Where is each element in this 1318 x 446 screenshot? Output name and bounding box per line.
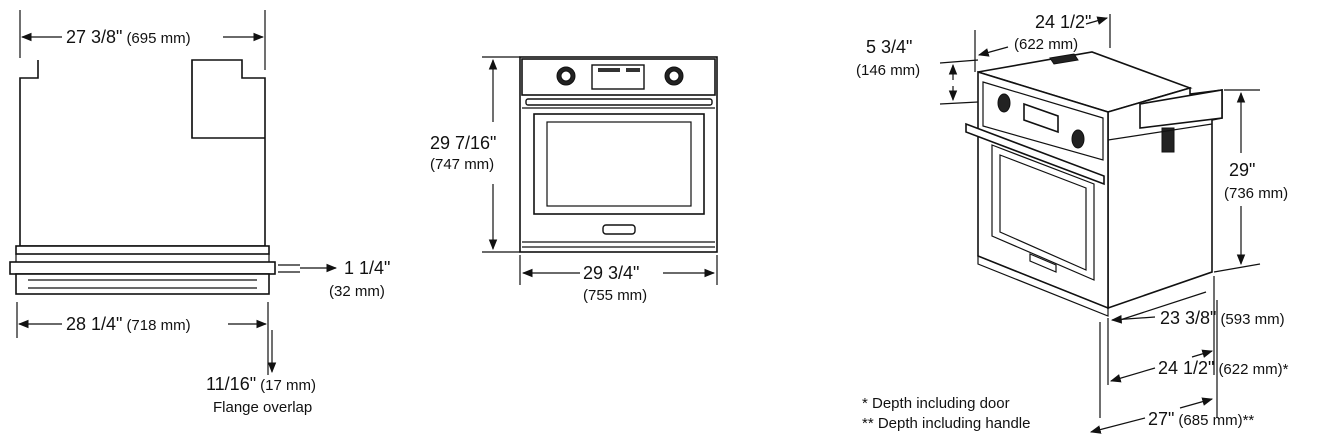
iso-handle (965, 122, 1105, 186)
iso-top-offset-sub: (146 mm) (856, 62, 920, 79)
iso-width-label: 24 1/2" (1035, 12, 1091, 32)
iso-knob-left (997, 93, 1011, 113)
front-window-outer (533, 113, 705, 215)
front-height-sub: (747 mm) (430, 156, 494, 173)
iso-height-label: 29" (1229, 160, 1255, 180)
front-view: 29 7/16" (747 mm) 29 3/4" (755 mm) (430, 56, 718, 304)
side-view: 27 3/8"(695 mm) 1 1/4" (32 mm) 28 1/4"(7… (9, 10, 390, 416)
iso-depth-body-label: 23 3/8"(593 mm) (1160, 308, 1285, 328)
iso-badge (1029, 253, 1057, 273)
note-door: * Depth including door (862, 395, 1010, 412)
overlap-caption: Flange overlap (213, 399, 312, 416)
iso-knob-right (1071, 129, 1085, 149)
iso-control-panel (982, 81, 1104, 161)
iso-front-face (977, 70, 1109, 310)
overlap-label: 11/16"(17 mm) (206, 374, 316, 394)
iso-depth-door-label: 24 1/2"(622 mm)* (1158, 358, 1289, 378)
iso-height-sub: (736 mm) (1224, 185, 1288, 202)
front-width-label: 29 3/4" (583, 263, 639, 283)
front-badge (602, 224, 636, 235)
iso-view: 24 1/2" (622 mm) 5 3/4" (146 mm) (856, 12, 1289, 434)
side-flange-1 (15, 245, 270, 255)
flange-depth-label: 1 1/4" (344, 258, 390, 278)
iso-depth-handle-label: 27"(685 mm)** (1148, 409, 1254, 429)
front-window-inner (546, 121, 692, 207)
iso-display (1023, 102, 1059, 134)
iso-window-outer (991, 144, 1095, 281)
iso-window-inner (999, 154, 1087, 271)
iso-width-sub: (622 mm) (1014, 36, 1078, 53)
iso-width-arrow-left (977, 46, 1009, 57)
iso-depth-door-arrow-right (1191, 349, 1214, 358)
front-height-label: 29 7/16" (430, 133, 496, 153)
iso-width-arrow-right (1085, 16, 1109, 25)
side-width-label: 27 3/8"(695 mm) (66, 27, 191, 47)
side-bottom-width-label: 28 1/4"(718 mm) (66, 314, 191, 334)
iso-depth-body-arrow (1110, 315, 1156, 324)
side-door (15, 273, 270, 295)
iso-depth-door-arrow-left (1109, 367, 1156, 383)
side-body-outline (19, 59, 266, 247)
iso-vent-slot (1161, 127, 1175, 153)
front-width-sub: (755 mm) (583, 287, 647, 304)
iso-depth-handle-arrow-right (1179, 397, 1214, 409)
iso-vent-box (1139, 89, 1223, 129)
iso-top-offset-label: 5 3/4" (866, 37, 912, 57)
side-flange-2 (9, 261, 276, 275)
flange-depth-sub: (32 mm) (329, 283, 385, 300)
iso-depth-handle-arrow-left (1089, 417, 1146, 434)
note-handle: ** Depth including handle (862, 415, 1030, 432)
front-handle (525, 98, 713, 106)
